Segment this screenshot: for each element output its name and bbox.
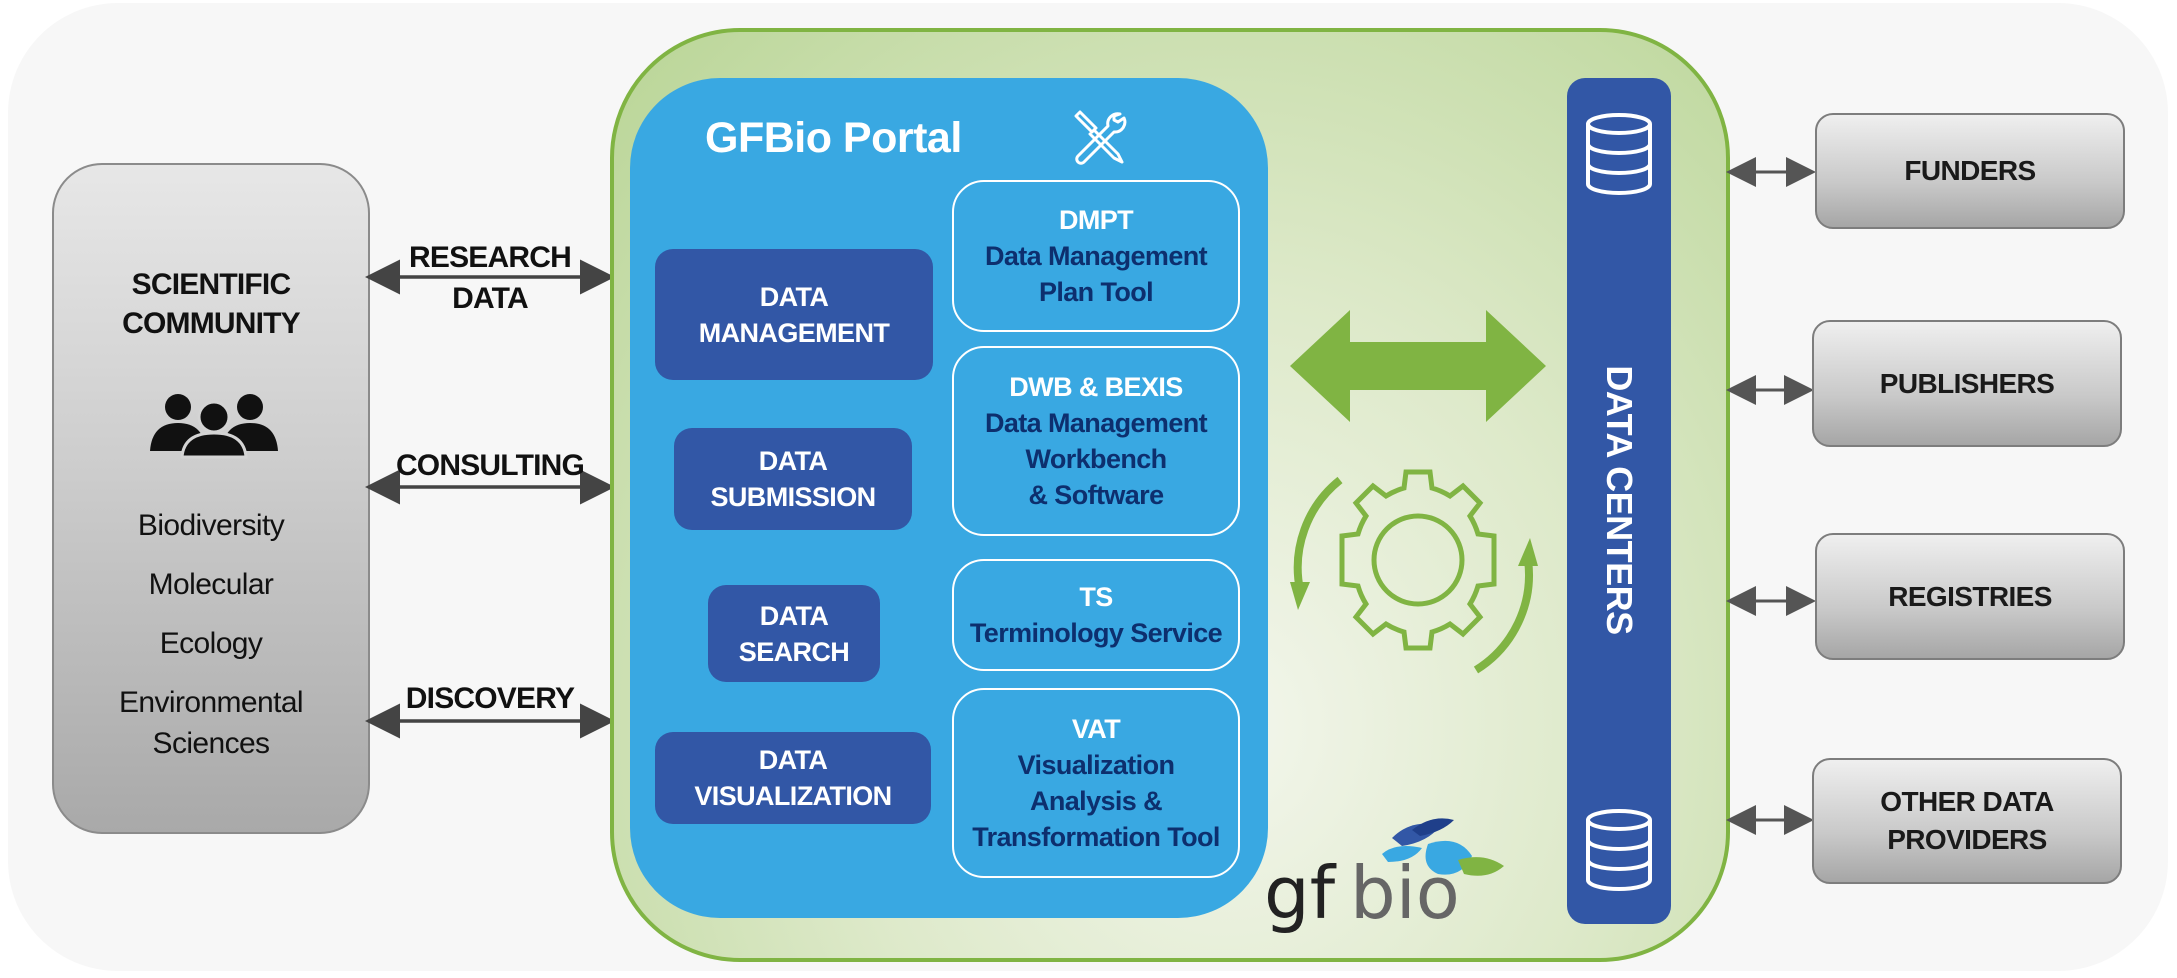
database-icon-bottom: [1586, 809, 1652, 891]
publishers-label: PUBLISHERS: [1879, 367, 2055, 399]
field-sciences: Sciences: [152, 727, 271, 760]
field-environmental: Environmental: [119, 686, 304, 719]
discovery-label: DISCOVERY: [405, 682, 575, 715]
data-submission-line1: DATA: [758, 446, 828, 476]
dmpt-head: DMPT: [1058, 205, 1134, 235]
vat-desc-line1: Visualization: [1017, 750, 1175, 780]
wrench-screwdriver-icon: [1074, 110, 1127, 165]
funders-label: FUNDERS: [1904, 155, 2036, 186]
dwb-bexis-head: DWB & BEXIS: [1009, 372, 1183, 402]
logo-gf: gf: [1264, 851, 1337, 935]
data-submission-line2: SUBMISSION: [710, 482, 876, 512]
people-group-icon: [150, 394, 278, 459]
vat-desc-line3: Transformation Tool: [972, 822, 1220, 852]
consulting-label: CONSULTING: [395, 449, 585, 482]
vat-tool-box[interactable]: VAT Visualization Analysis & Transformat…: [952, 688, 1240, 878]
research-label-line2: DATA: [452, 282, 528, 315]
ts-tool-box[interactable]: TS Terminology Service: [952, 559, 1240, 671]
field-biodiversity: Biodiversity: [137, 509, 285, 542]
registries-label: REGISTRIES: [1888, 580, 2052, 612]
vat-head: VAT: [1071, 714, 1121, 744]
portal-datacenter-double-arrow: [1290, 310, 1546, 422]
funders-box: FUNDERS: [1815, 113, 2125, 229]
research-label-line1: RESEARCH: [409, 241, 572, 274]
data-search-button[interactable]: DATA SEARCH: [708, 585, 880, 682]
dmpt-tool-box[interactable]: DMPT Data Management Plan Tool: [952, 180, 1240, 332]
data-submission-button[interactable]: DATA SUBMISSION: [674, 428, 912, 530]
field-ecology: Ecology: [159, 627, 263, 660]
data-management-line2: MANAGEMENT: [698, 317, 890, 348]
dwb-bexis-desc-line1: Data Management: [984, 408, 1208, 438]
community-title-line1: SCIENTIFIC: [131, 268, 291, 301]
other-data-providers-line1: OTHER DATA: [1880, 786, 2054, 817]
database-icon-top: [1586, 113, 1652, 195]
publishers-box: PUBLISHERS: [1812, 320, 2122, 447]
data-search-line1: DATA: [759, 600, 829, 631]
data-management-line1: DATA: [759, 281, 829, 312]
dmpt-desc-line2: Plan Tool: [1038, 277, 1154, 307]
gear-cycle-icon: [1290, 469, 1538, 674]
scientific-community-box: SCIENTIFIC COMMUNITY Biodiversity Molecu…: [52, 163, 370, 834]
gfbio-logo: gf bio: [1264, 818, 1504, 935]
data-visualization-line1: DATA: [758, 745, 828, 775]
vat-desc-line2: Analysis &: [1029, 786, 1163, 816]
other-data-providers-line2: PROVIDERS: [1887, 824, 2047, 855]
dmpt-desc-line1: Data Management: [984, 241, 1208, 271]
other-data-providers-box: OTHER DATA PROVIDERS: [1812, 758, 2122, 884]
community-title-line2: COMMUNITY: [122, 307, 301, 340]
data-centers-bar: [1567, 78, 1671, 924]
data-search-line2: SEARCH: [738, 636, 850, 667]
dwb-bexis-desc-line3: & Software: [1028, 480, 1164, 510]
data-visualization-line2: VISUALIZATION: [694, 781, 892, 811]
field-molecular: Molecular: [148, 568, 274, 601]
registries-box: REGISTRIES: [1815, 533, 2125, 660]
ts-head: TS: [1079, 582, 1113, 612]
data-visualization-button[interactable]: DATA VISUALIZATION: [655, 732, 931, 824]
dwb-bexis-tool-box[interactable]: DWB & BEXIS Data Management Workbench & …: [952, 346, 1240, 536]
dwb-bexis-desc-line2: Workbench: [1025, 444, 1167, 474]
logo-bio: bio: [1350, 851, 1460, 935]
ts-desc-line1: Terminology Service: [969, 618, 1223, 648]
portal-title: GFBio Portal: [705, 114, 962, 162]
data-management-button[interactable]: DATA MANAGEMENT: [655, 249, 933, 380]
